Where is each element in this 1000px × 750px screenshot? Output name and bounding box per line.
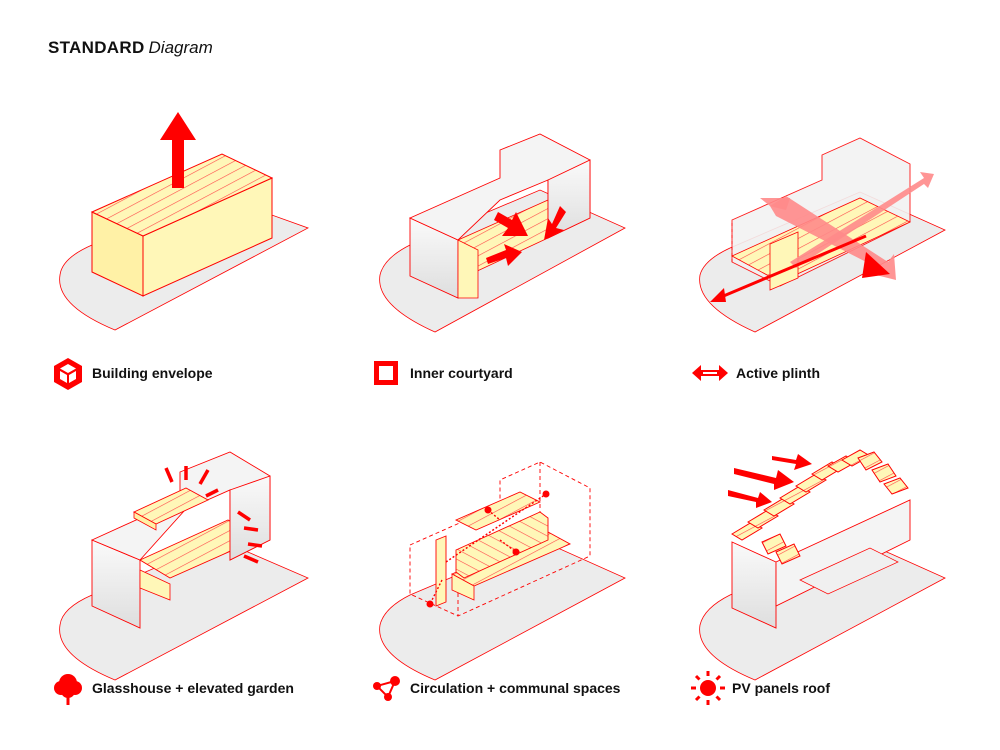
legend-item-active-plinth: Active plinth (690, 355, 820, 391)
inner-block (769, 231, 799, 291)
up-arrow-icon (160, 112, 196, 188)
core-tower (435, 535, 447, 607)
wall-front (457, 239, 479, 299)
title-italic: Diagram (148, 38, 213, 57)
upper-garden-side (133, 511, 157, 531)
courtyard-floor (799, 547, 899, 595)
sun-arrows (728, 454, 812, 508)
block-front (451, 573, 475, 601)
double-arrow-icon (690, 355, 730, 391)
arrow-icon (494, 212, 528, 236)
legend-label: PV panels roof (732, 680, 831, 696)
arrow-icon (790, 172, 934, 268)
legend-label: Building envelope (92, 365, 213, 381)
arrow-icon (486, 244, 522, 266)
circulation-stack (455, 511, 549, 579)
arrow-icon (728, 490, 772, 508)
pv-panels (731, 449, 909, 565)
legend-label: Active plinth (736, 365, 821, 381)
network-icon (426, 490, 550, 608)
legend-item-glasshouse: Glasshouse + elevated garden (50, 670, 294, 706)
lower-garden-front (139, 569, 171, 601)
site-base (699, 539, 946, 681)
arrow-icon (544, 206, 566, 240)
diagram-glasshouse (59, 451, 309, 681)
sun-icon (690, 670, 726, 706)
arrow-icon (760, 198, 790, 210)
arrow-icon (710, 288, 726, 302)
tree-icon (50, 670, 86, 706)
block-upper (454, 491, 542, 531)
square-outline-icon (368, 355, 404, 391)
diagram-active-plinth (699, 137, 946, 333)
arrow-icon (772, 454, 812, 470)
legend-item-pv-roof: PV panels roof (690, 670, 830, 706)
legend-label: Glasshouse + elevated garden (92, 680, 294, 696)
diagram-building-envelope (59, 112, 309, 331)
plinth-arrow (713, 234, 867, 302)
legend-label: Inner courtyard (410, 365, 513, 381)
network-icon (368, 670, 404, 706)
cube-icon (50, 355, 86, 391)
legend-item-circulation: Circulation + communal spaces (368, 670, 620, 706)
site-base (59, 539, 309, 681)
arrow-icon (862, 252, 890, 278)
diagram-pv-roof (699, 449, 946, 681)
wall-left (731, 541, 777, 629)
arrow-icon (734, 468, 794, 490)
title-strong: STANDARD (48, 38, 145, 57)
diagram-inner-courtyard (379, 133, 626, 333)
diagram-circulation (379, 461, 626, 681)
legend-item-inner-courtyard: Inner courtyard (368, 355, 513, 391)
legend-item-building-envelope: Building envelope (50, 355, 213, 391)
site-base (379, 539, 626, 681)
glow-rays (164, 466, 263, 564)
legend-label: Circulation + communal spaces (410, 680, 621, 696)
